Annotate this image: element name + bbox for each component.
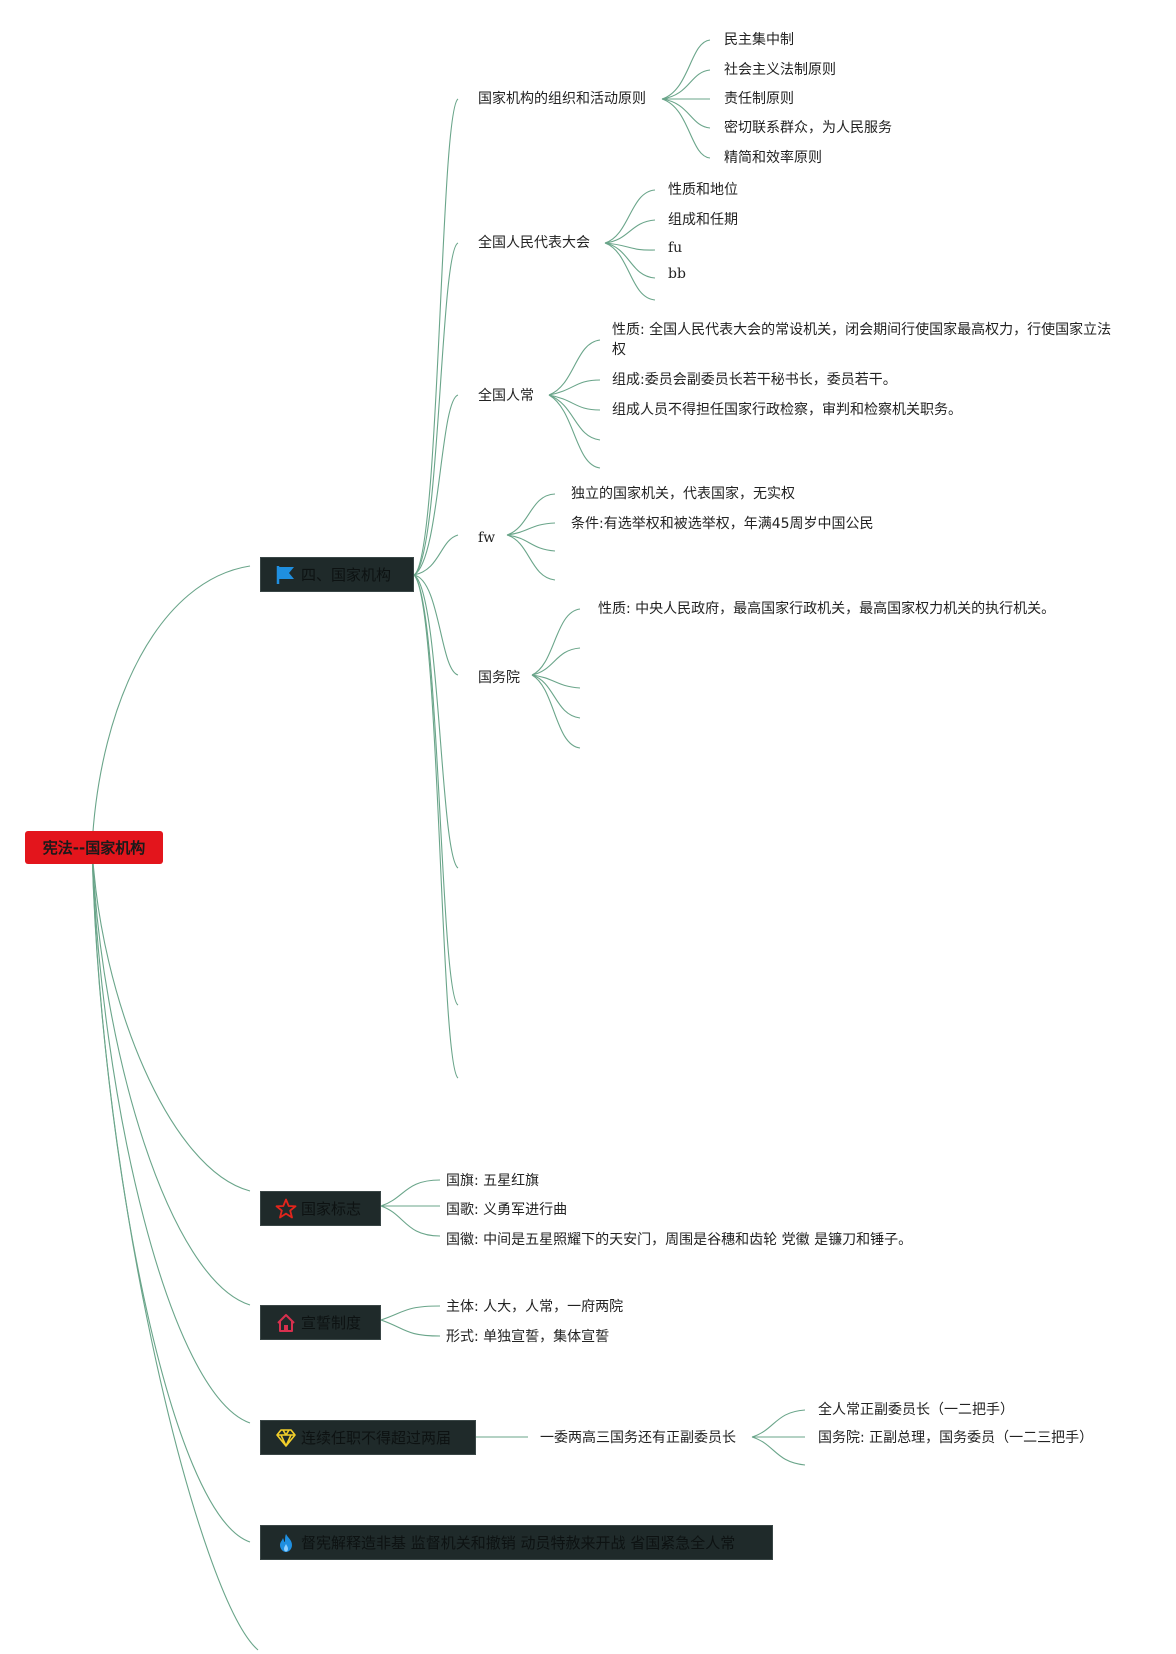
leaf-renchang-0[interactable]: 性质: 全国人民代表大会的常设机关，闭会期间行使国家最高权力，行使国家立法权 — [612, 322, 1112, 358]
leaf-yuanze-3[interactable]: 密切联系群众，为人民服务 — [724, 120, 892, 136]
node-yuanze[interactable]: 国家机构的组织和活动原则 — [478, 91, 646, 107]
branch-label: 宣誓制度 — [301, 1314, 362, 1332]
leaf-yuanze-2[interactable]: 责任制原则 — [724, 91, 794, 107]
leaf-yuanze-4[interactable]: 精简和效率原则 — [724, 150, 822, 166]
leaf-fw-0[interactable]: 独立的国家机关，代表国家，无实权 — [571, 486, 795, 502]
leaf-xuanshi-1[interactable]: 形式: 单独宣誓，集体宣誓 — [446, 1329, 610, 1345]
node-fw[interactable]: fw — [478, 530, 496, 546]
node-guowuyuan[interactable]: 国务院 — [478, 670, 520, 686]
root-node[interactable]: 宪法--国家机构 — [25, 831, 163, 864]
leaf-renchang-1[interactable]: 组成:委员会副委员长若干秘书长，委员若干。 — [612, 372, 897, 388]
node-renchang[interactable]: 全国人常 — [478, 388, 534, 404]
leaf-xuanshi-0[interactable]: 主体: 人大，人常，一府两院 — [446, 1299, 624, 1315]
leaf-renda-0[interactable]: 性质和地位 — [668, 182, 738, 198]
leaf-fw-1[interactable]: 条件:有选举权和被选举权，年满45周岁中国公民 — [571, 516, 874, 532]
leaf-renda-2[interactable]: fu — [668, 240, 683, 256]
branch-label: 督宪解释造非基 监督机关和撤销 动员特赦来开战 省国紧急全人常 — [301, 1534, 736, 1552]
leaf-yuanze-1[interactable]: 社会主义法制原则 — [724, 62, 836, 78]
leaf-renda-1[interactable]: 组成和任期 — [668, 212, 738, 228]
branch-guojia-jigou[interactable]: 四、国家机构 — [260, 557, 414, 592]
leaf-lianxu-1[interactable]: 国务院: 正副总理，国务委员（一二三把手） — [818, 1430, 1094, 1446]
star-icon — [275, 1198, 297, 1220]
flame-icon — [275, 1532, 297, 1554]
branch-label: 连续任职不得超过两届 — [301, 1429, 452, 1447]
branch-xuanshi-zhidu[interactable]: 宣誓制度 — [260, 1305, 381, 1340]
root-label: 宪法--国家机构 — [42, 839, 146, 857]
leaf-renda-3[interactable]: bb — [668, 266, 686, 282]
diamond-icon — [275, 1427, 297, 1449]
leaf-renchang-2[interactable]: 组成人员不得担任国家行政检察，审判和检察机关职务。 — [612, 402, 962, 418]
branch-label: 国家标志 — [301, 1200, 362, 1218]
flag-icon — [275, 564, 297, 586]
node-renda[interactable]: 全国人民代表大会 — [478, 235, 590, 251]
node-lianxu-child[interactable]: 一委两高三国务还有正副委员长 — [540, 1430, 736, 1446]
branch-duxian[interactable]: 督宪解释造非基 监督机关和撤销 动员特赦来开战 省国紧急全人常 — [260, 1525, 773, 1560]
branch-lianxu-renzhi[interactable]: 连续任职不得超过两届 — [260, 1420, 476, 1455]
leaf-lianxu-0[interactable]: 全人常正副委员长（一二把手） — [818, 1402, 1014, 1418]
branch-label: 四、国家机构 — [301, 566, 392, 584]
leaf-biaozhi-0[interactable]: 国旗: 五星红旗 — [446, 1173, 540, 1189]
leaf-biaozhi-2[interactable]: 国徽: 中间是五星照耀下的天安门，周围是谷穗和齿轮 党徽 是镰刀和锤子。 — [446, 1232, 913, 1248]
leaf-guowuyuan-0[interactable]: 性质: 中央人民政府，最高国家行政机关，最高国家权力机关的执行机关。 — [598, 601, 1056, 617]
home-icon — [275, 1312, 297, 1334]
branch-guojia-biaozhi[interactable]: 国家标志 — [260, 1191, 381, 1226]
leaf-biaozhi-1[interactable]: 国歌: 义勇军进行曲 — [446, 1202, 568, 1218]
leaf-yuanze-0[interactable]: 民主集中制 — [724, 32, 794, 48]
